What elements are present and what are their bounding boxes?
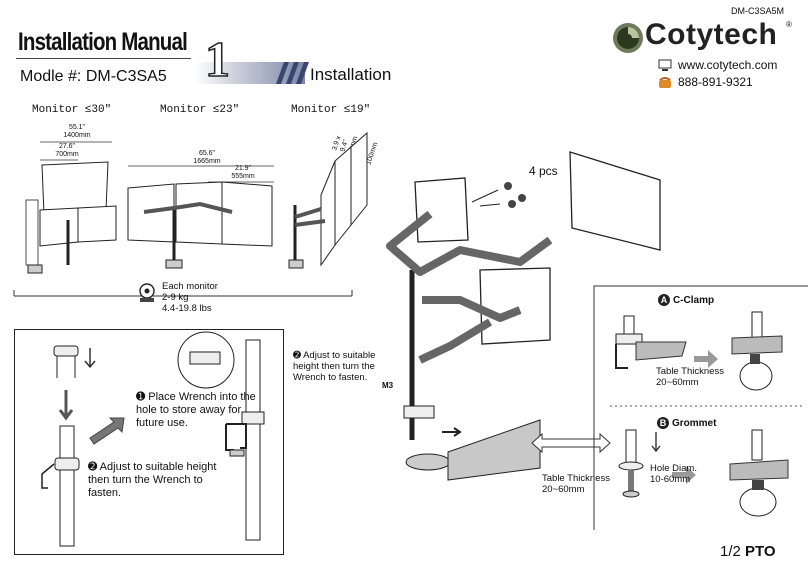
center-table-thickness: Table Thickness 20~60mm	[542, 473, 610, 495]
phone-number: 888-891-9321	[678, 75, 753, 89]
center-adjust-note: ➋ Adjust to suitable height then turn th…	[293, 350, 376, 383]
dim-30-total: 55.1"1400mm	[63, 124, 91, 139]
page-indicator: 1/2 PTO	[720, 543, 776, 560]
computer-icon	[658, 59, 672, 71]
website-row: www.cotytech.com	[658, 58, 777, 72]
config-23-label: Monitor ≤23"	[160, 104, 240, 116]
place-wrench-note: ➊ Place Wrench into the hole to store aw…	[136, 391, 256, 429]
bullet-arrow-icon: ➋	[293, 350, 301, 361]
weight-icon	[139, 283, 155, 302]
grommet-title: B Grommet	[657, 417, 716, 429]
wrench-procedure-illustration	[41, 331, 265, 547]
step-slashes-icon	[276, 62, 309, 84]
badge-b: B	[657, 417, 669, 429]
step-label: Installation	[310, 65, 392, 84]
c-clamp-thickness: Table Thickness 20~60mm	[656, 366, 724, 388]
badge-a: A	[658, 294, 670, 306]
config-19-illustration	[288, 131, 368, 269]
c-clamp-illustration	[615, 311, 783, 391]
step-banner	[195, 62, 305, 84]
manual-title: Installation Manual	[18, 28, 188, 56]
mounting-options-border	[593, 285, 808, 530]
dim-23-total: 65.6"1665mm	[193, 150, 221, 165]
m3-screw-label: M3	[382, 381, 394, 390]
config-30-label: Monitor ≤30"	[32, 104, 112, 116]
bullet-arrow-icon: ➊	[136, 391, 146, 403]
assembly-illustration	[386, 151, 661, 481]
phone-icon	[659, 76, 671, 88]
grommet-hole-diameter: Hole Diam. 10-60mm	[650, 463, 697, 485]
adjust-height-note: ➋ Adjust to suitable height then turn th…	[88, 461, 217, 499]
website-link[interactable]: www.cotytech.com	[678, 58, 778, 72]
cotytech-logo-icon	[613, 23, 643, 53]
config-23-illustration	[127, 165, 274, 269]
screw-count-label: 4 pcs	[529, 164, 558, 178]
grommet-illustration	[618, 429, 789, 517]
title-divider	[16, 58, 191, 59]
double-arrow-icon	[531, 432, 611, 454]
bullet-arrow-icon: ➋	[88, 461, 98, 473]
document-code: DM-C3SA5M	[731, 6, 785, 16]
table-thickness-arrow	[530, 432, 612, 454]
registered-mark: ®	[786, 20, 792, 29]
c-clamp-title: A C-Clamp	[658, 294, 714, 306]
brand-name: Cotytech	[645, 18, 778, 51]
step-number: 1	[204, 30, 231, 88]
weight-range-line	[13, 290, 353, 297]
config-19-label: Monitor ≤19"	[291, 104, 371, 116]
phone-row: 888-891-9321	[658, 75, 753, 89]
model-number: Modle #: DM-C3SA5	[20, 68, 167, 85]
weight-spec: Each monitor 2-9 kg 4.4-19.8 lbs	[162, 281, 218, 314]
dim-30-single: 27.6"700mm	[55, 143, 79, 158]
dim-23-single: 21.9"555mm	[231, 165, 255, 180]
wrench-storage-panel	[14, 329, 284, 555]
config-30-illustration	[25, 141, 117, 274]
